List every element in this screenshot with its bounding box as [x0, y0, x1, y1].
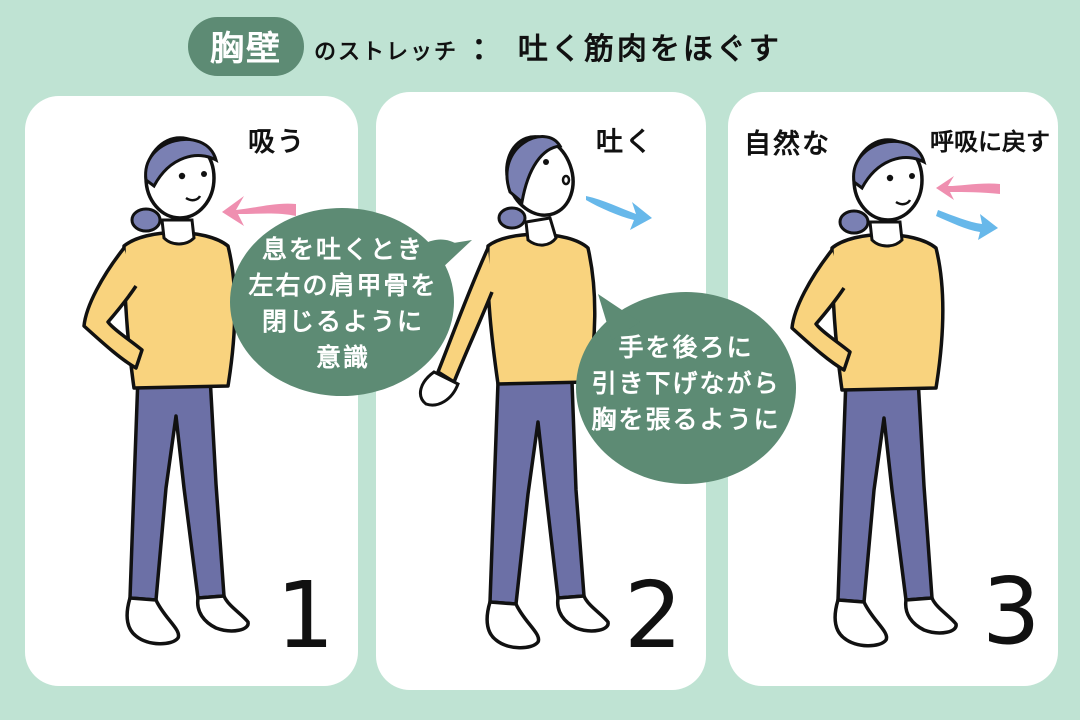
- bubble-2-line: 引き下げながら: [591, 369, 781, 398]
- speech-bubble-2: [576, 292, 796, 484]
- figure-step-1: [82, 136, 250, 646]
- speech-bubble-1: [230, 208, 472, 396]
- step-number-3: 3: [982, 558, 1041, 665]
- caption-exhale: 吐く: [596, 127, 654, 158]
- bubble-1-line: 左右の肩甲骨を: [248, 271, 438, 300]
- title-highlight-badge: 胸壁: [188, 16, 304, 76]
- caption-inhale: 吸う: [248, 127, 306, 158]
- title-bar: 胸壁 のストレッチ ： 吐く筋肉をほぐす: [188, 16, 782, 76]
- bubble-1-line: 息を吐くとき: [261, 235, 424, 264]
- caption-return-breathing: 呼吸に戻す: [930, 128, 1050, 156]
- bubble-2-line: 胸を張るように: [591, 405, 781, 434]
- bubble-1-text: 息を吐くとき 左右の肩甲骨を 閉じるように 意識: [240, 232, 446, 376]
- title-separator: ：: [471, 32, 505, 67]
- bubble-2-text: 手を後ろに 引き下げながら 胸を張るように: [588, 330, 784, 438]
- inhale-arrow-icon: [222, 196, 296, 226]
- title-text: のストレッチ ： 吐く筋肉をほぐす: [314, 24, 782, 68]
- bubble-2-line: 手を後ろに: [618, 333, 754, 362]
- figure-step-3: [790, 138, 958, 648]
- caption-natural: 自然な: [744, 129, 831, 160]
- title-subtitle: 吐く筋肉をほぐす: [517, 32, 782, 67]
- exhale-arrow-icon: [586, 196, 652, 230]
- step-number-2: 2: [624, 562, 683, 669]
- figure-step-2: [418, 135, 610, 650]
- title-connector: のストレッチ: [314, 40, 459, 65]
- inhale-arrow-icon: [936, 176, 1000, 200]
- bubble-1-line: 意識: [315, 343, 370, 372]
- step-number-1: 1: [276, 562, 335, 669]
- bubble-1-line: 閉じるように: [261, 307, 424, 336]
- exhale-arrow-icon: [936, 210, 998, 240]
